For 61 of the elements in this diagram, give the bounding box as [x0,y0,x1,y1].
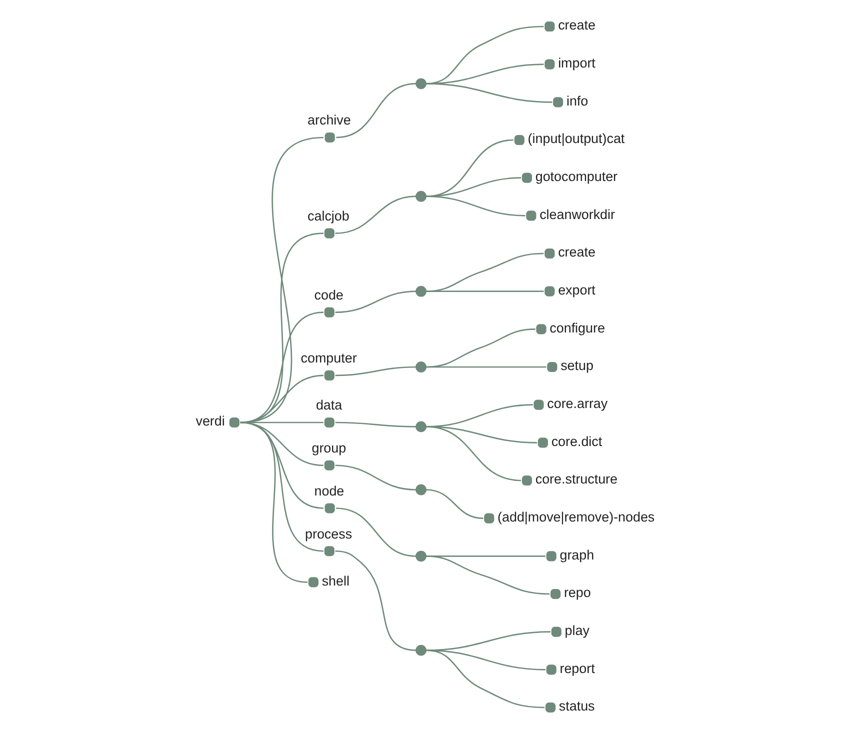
node-circle [415,644,426,656]
node-label: data [315,398,342,413]
connector [426,366,546,368]
connector [426,426,521,482]
connector [334,422,416,428]
node-label: status [558,698,594,714]
connector [334,196,416,234]
connector [240,374,324,424]
connector [334,366,416,376]
node-label: code [314,288,343,303]
node-circle [415,190,426,202]
connector [426,252,544,292]
connector [426,650,545,670]
connector [334,290,416,314]
connector [334,550,416,651]
connector [240,312,324,424]
connector [240,232,324,424]
node-label: group [311,440,346,456]
node-label: core.dict [550,434,602,449]
node-label: configure [549,320,604,336]
node-label: create [558,244,595,260]
connector [426,290,544,292]
connector [336,83,416,138]
node-label: process [304,526,352,542]
node-label: play [564,623,589,638]
connector [426,489,483,519]
node-label: computer [300,350,356,366]
node-label: report [559,660,594,676]
node-label: create [558,18,595,33]
node-label: (input|output)cat [527,131,624,146]
node-circle [415,421,426,432]
node-circle [415,550,426,562]
node-label: core.structure [534,472,618,487]
node-label: verdi [195,414,224,429]
connector [336,508,416,557]
connector [426,83,552,103]
connector [426,328,535,368]
node-label: gotocomputer [534,169,618,184]
connector [426,650,544,708]
node-label: core.array [546,396,608,412]
connector [240,136,324,424]
node-label: shell [321,573,349,588]
node-label: graph [559,547,594,562]
connector [426,196,525,216]
node-circle [415,286,426,297]
connector [426,555,550,595]
node-label: repo [563,585,590,600]
node-label: import [558,56,595,71]
connector [334,464,416,490]
node-label: archive [307,112,350,128]
node-label: export [558,282,595,298]
node-circle [415,78,426,90]
node-label: node [314,483,344,498]
connector [240,422,308,583]
node-circle [415,362,426,372]
node-circle [415,484,426,496]
node-label: calcjob [307,208,349,224]
node-label: setup [560,358,593,374]
node-label: (add|move|remove)-nodes [497,510,654,525]
node-label: info [566,93,588,108]
node-label: cleanworkdir [539,206,615,222]
